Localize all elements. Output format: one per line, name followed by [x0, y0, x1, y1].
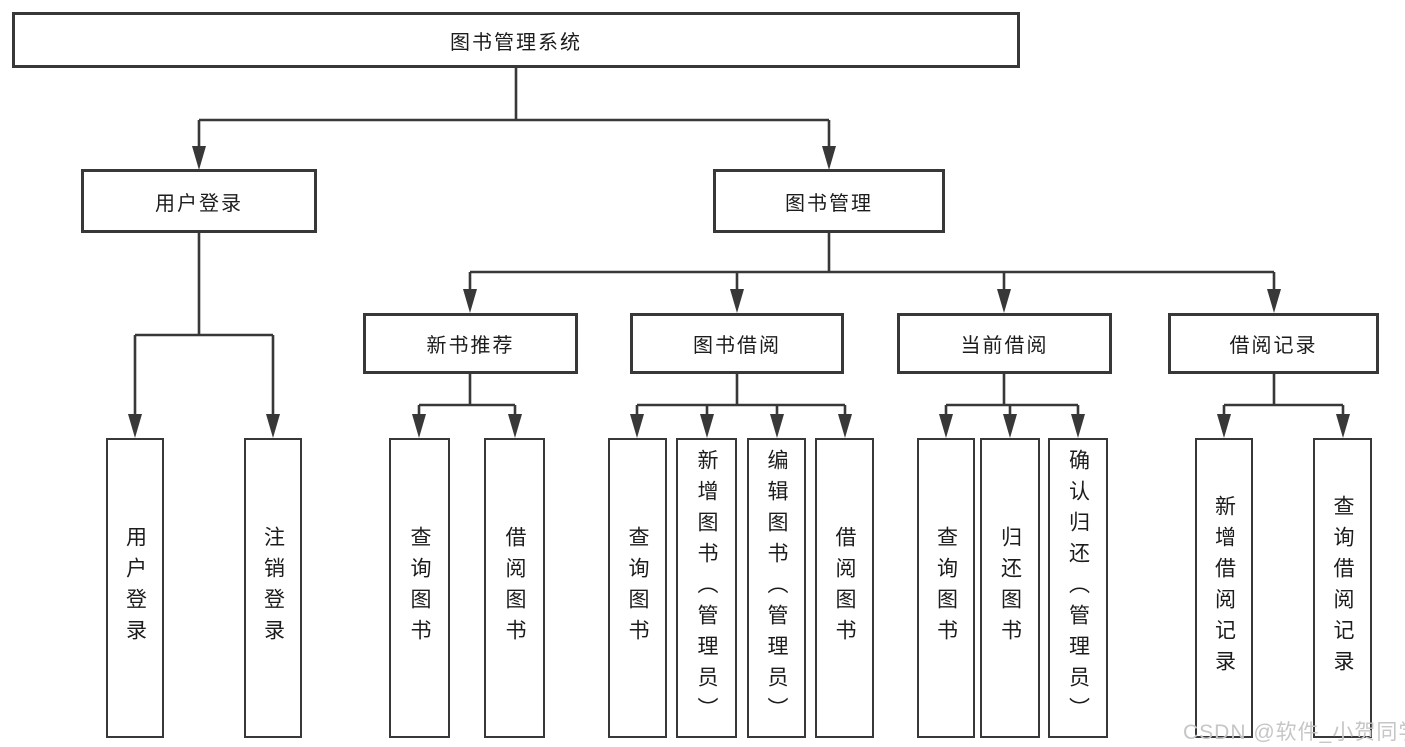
leaf-nbr-query-books: 查询图书: [389, 438, 450, 738]
leaf-bb-borrow-books-label: 借阅图书: [833, 526, 857, 650]
node-user-login: 用户登录: [81, 169, 317, 233]
leaf-bb-borrow-books: 借阅图书: [815, 438, 874, 738]
node-new-book-recommend-label: 新书推荐: [426, 335, 515, 357]
leaf-user-login: 用户登录: [106, 438, 164, 738]
leaf-logout-label: 注销登录: [261, 526, 285, 650]
leaf-cb-confirm-return-admin-label: 确认归还（管理员）: [1066, 448, 1090, 728]
node-user-login-label: 用户登录: [155, 192, 243, 215]
node-book-borrowing-label: 图书借阅: [693, 335, 781, 357]
leaf-br-query-record: 查询借阅记录: [1313, 438, 1372, 738]
leaf-cb-confirm-return-admin: 确认归还（管理员）: [1048, 438, 1108, 738]
leaf-br-add-record: 新增借阅记录: [1195, 438, 1253, 738]
node-book-management-label: 图书管理: [785, 192, 873, 215]
leaf-cb-return-books: 归还图书: [980, 438, 1040, 738]
leaf-bb-edit-book-admin-label: 编辑图书（管理员）: [765, 448, 789, 728]
leaf-bb-query-books: 查询图书: [608, 438, 667, 738]
leaf-cb-query-books: 查询图书: [917, 438, 975, 738]
node-borrowing-records-label: 借阅记录: [1229, 335, 1318, 357]
node-borrowing-records: 借阅记录: [1168, 313, 1379, 374]
leaf-bb-add-book-admin: 新增图书（管理员）: [676, 438, 737, 738]
node-book-management: 图书管理: [713, 169, 945, 233]
leaf-nbr-borrow-books: 借阅图书: [484, 438, 545, 738]
node-current-borrowing-label: 当前借阅: [960, 335, 1049, 357]
leaf-cb-return-books-label: 归还图书: [998, 526, 1022, 650]
leaf-br-query-record-label: 查询借阅记录: [1331, 495, 1355, 681]
node-library-system-label: 图书管理系统: [450, 31, 582, 54]
leaf-nbr-borrow-books-label: 借阅图书: [503, 526, 527, 650]
leaf-bb-add-book-admin-label: 新增图书（管理员）: [695, 448, 719, 728]
leaf-bb-edit-book-admin: 编辑图书（管理员）: [747, 438, 806, 738]
leaf-bb-query-books-label: 查询图书: [626, 526, 650, 650]
node-new-book-recommend: 新书推荐: [363, 313, 578, 374]
csdn-watermark: CSDN @软件_小贺同学: [1183, 721, 1405, 744]
node-book-borrowing: 图书借阅: [630, 313, 844, 374]
leaf-logout: 注销登录: [244, 438, 302, 738]
node-library-system: 图书管理系统: [12, 12, 1020, 68]
leaf-nbr-query-books-label: 查询图书: [408, 526, 432, 650]
leaf-user-login-label: 用户登录: [123, 526, 147, 650]
node-current-borrowing: 当前借阅: [897, 313, 1112, 374]
leaf-cb-query-books-label: 查询图书: [934, 526, 958, 650]
leaf-br-add-record-label: 新增借阅记录: [1212, 495, 1236, 681]
